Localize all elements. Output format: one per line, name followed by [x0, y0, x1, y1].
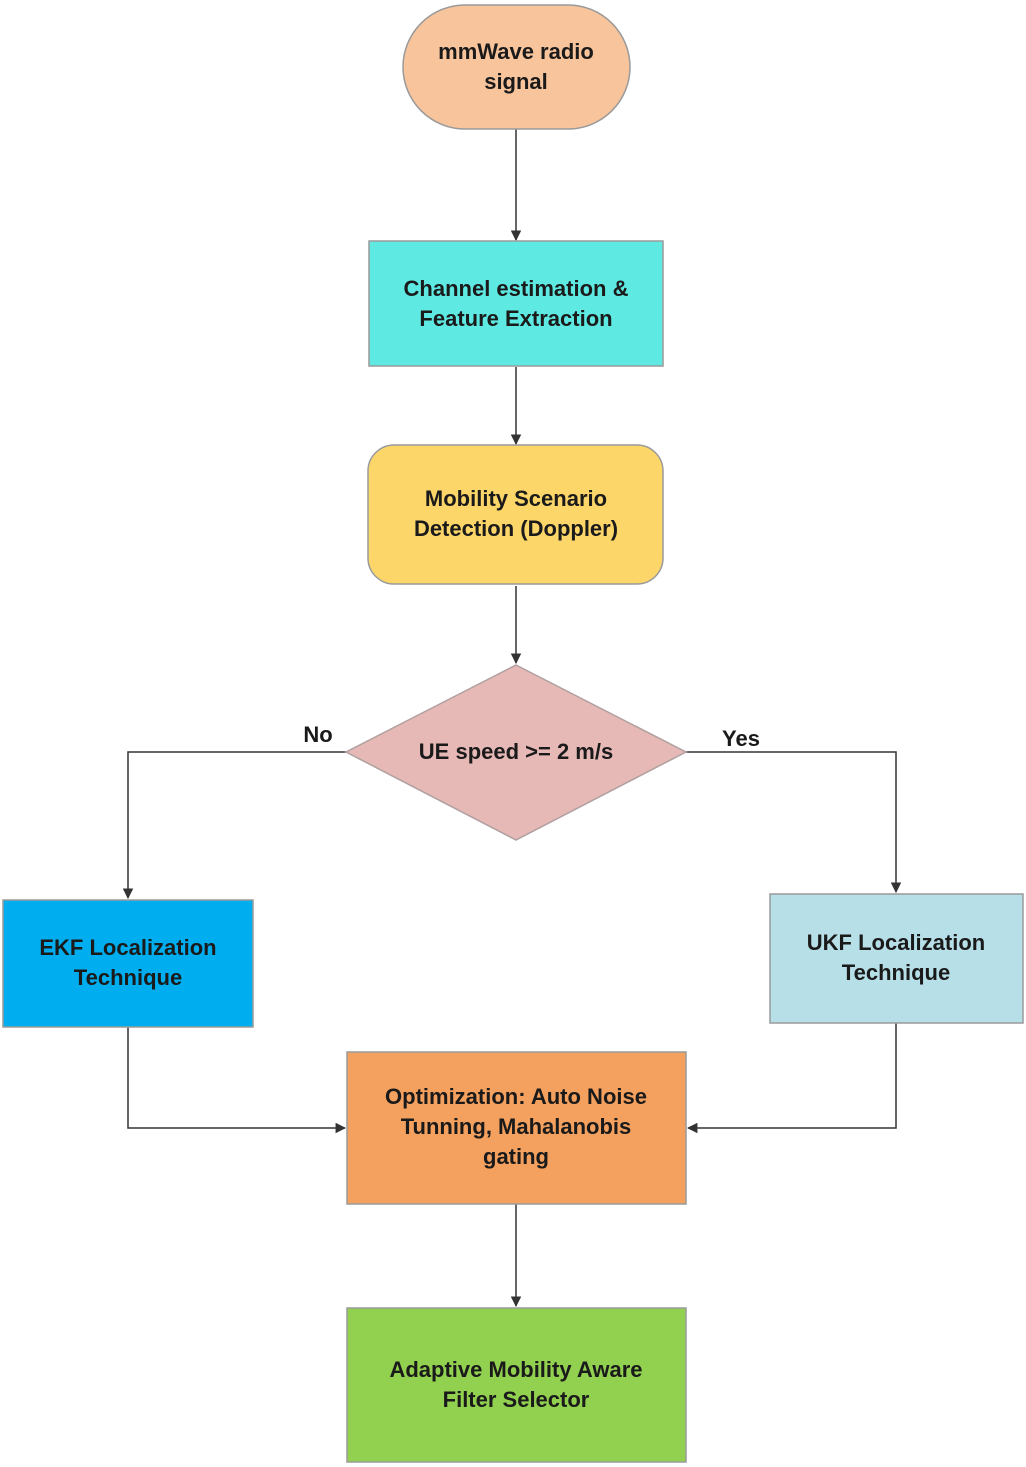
node-ekf-line: Technique	[74, 965, 182, 990]
node-start-line: signal	[484, 69, 548, 94]
node-channel-label: Channel estimation & Feature Extraction	[404, 276, 629, 331]
node-ukf-line: Technique	[842, 960, 950, 985]
edge-label-no: No	[303, 722, 332, 747]
node-optimization-shape	[346, 1051, 687, 1205]
node-channel-shape	[368, 240, 664, 367]
arrow-ukf-to-optimization	[686, 1023, 897, 1134]
node-ukf-shape	[769, 893, 1024, 1024]
node-ukf-line: UKF Localization	[807, 930, 985, 955]
arrow-decision-to-ukf	[686, 751, 902, 894]
node-decision-shape	[344, 664, 688, 841]
node-channel-line: Feature Extraction	[419, 306, 612, 331]
node-start-shape	[402, 4, 631, 130]
node-channel-line: Channel estimation &	[404, 276, 629, 301]
node-selector-line: Filter Selector	[443, 1387, 590, 1412]
node-start-line: mmWave radio	[438, 39, 594, 64]
node-decision-line: UE speed >= 2 m/s	[419, 739, 613, 764]
node-mobility-line: Mobility Scenario	[425, 486, 607, 511]
node-ekf-line: EKF Localization	[39, 935, 216, 960]
node-mobility-shape	[367, 444, 664, 585]
node-mobility-line: Detection (Doppler)	[414, 516, 618, 541]
connectors	[122, 128, 902, 1308]
node-optimization-line: gating	[483, 1144, 549, 1169]
node-decision-label: UE speed >= 2 m/s	[419, 739, 613, 764]
edge-label-yes: Yes	[722, 726, 760, 751]
arrow-ekf-to-optimization	[127, 1027, 347, 1134]
node-optimization-line: Optimization: Auto Noise	[385, 1084, 647, 1109]
node-ekf-shape	[2, 899, 254, 1028]
arrow-decision-to-ekf	[122, 751, 346, 900]
node-selector-line: Adaptive Mobility Aware	[389, 1357, 642, 1382]
node-optimization-line: Tunning, Mahalanobis	[401, 1114, 632, 1139]
node-start-label: mmWave radio signal	[438, 39, 594, 94]
node-selector-shape	[346, 1307, 687, 1463]
